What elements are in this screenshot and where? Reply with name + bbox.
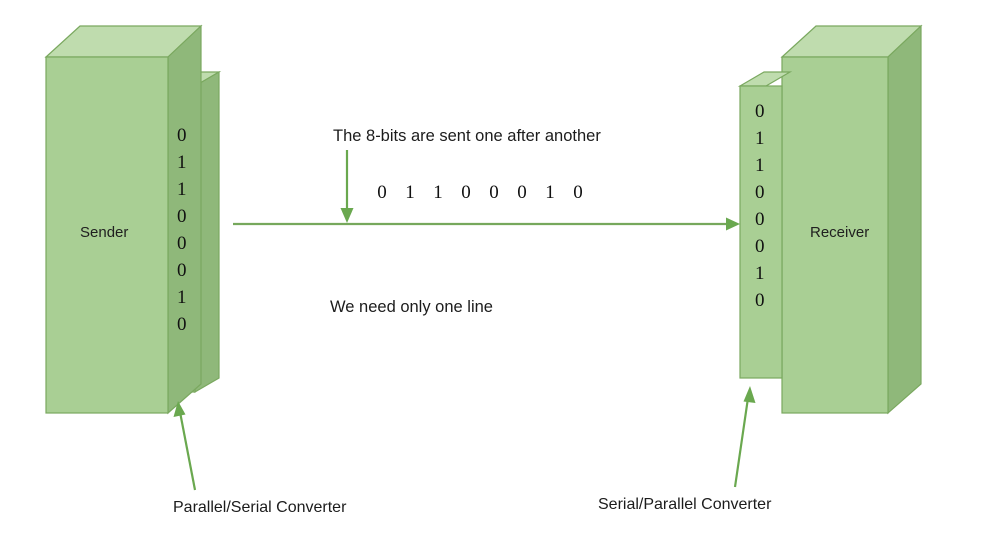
sender-callout-stroke bbox=[178, 411, 197, 491]
bit-digit: 1 bbox=[545, 182, 555, 203]
receiver-converter-slab bbox=[737, 71, 793, 379]
bit-digit: 0 bbox=[177, 233, 187, 254]
sender-converter-callout-arrow bbox=[173, 401, 197, 491]
bit-digit: 0 bbox=[755, 290, 765, 311]
note-pointer-arrow bbox=[340, 150, 354, 223]
bit-digit: 0 bbox=[177, 206, 187, 227]
bit-digit: 0 bbox=[377, 182, 387, 203]
receiver-converter-label: Serial/Parallel Converter bbox=[598, 496, 772, 513]
bit-digit: 0 bbox=[177, 260, 187, 281]
sender-converter-label: Parallel/Serial Converter bbox=[173, 499, 347, 516]
receiver-label: Receiver bbox=[810, 224, 870, 241]
receiver-callout-stroke bbox=[733, 397, 750, 488]
bottom-note: We need only one line bbox=[330, 298, 493, 316]
bit-digit: 1 bbox=[755, 128, 765, 149]
bit-digit: 0 bbox=[573, 182, 583, 203]
transmission-arrowhead-icon bbox=[726, 217, 740, 231]
bit-digit: 1 bbox=[433, 182, 443, 203]
bit-digit: 0 bbox=[755, 209, 765, 230]
bit-digit: 0 bbox=[489, 182, 499, 203]
bit-digit: 0 bbox=[755, 101, 765, 122]
top-note: The 8-bits are sent one after another bbox=[333, 127, 601, 145]
sender-front-face bbox=[45, 56, 169, 414]
bit-digit: 1 bbox=[755, 263, 765, 284]
bit-digit: 0 bbox=[755, 236, 765, 257]
bit-digit: 0 bbox=[177, 314, 187, 335]
transmission-line bbox=[233, 217, 740, 231]
bit-digit: 0 bbox=[517, 182, 527, 203]
sender-callout-arrowhead-icon bbox=[173, 401, 186, 417]
bit-digit: 1 bbox=[177, 179, 187, 200]
bit-digit: 1 bbox=[177, 152, 187, 173]
bit-digit: 0 bbox=[177, 125, 187, 146]
receiver-converter-callout-arrow bbox=[733, 386, 756, 488]
receiver-main-box bbox=[780, 24, 923, 415]
bit-digit: 1 bbox=[405, 182, 415, 203]
receiver-callout-arrowhead-icon bbox=[743, 386, 756, 403]
sender-label: Sender bbox=[80, 224, 129, 241]
receiver-slab-front-face bbox=[739, 85, 783, 379]
sender-bit-column: 0 1 1 0 0 0 1 0 bbox=[177, 122, 187, 338]
receiver-side-face bbox=[887, 24, 922, 415]
note-pointer-arrowhead-icon bbox=[340, 208, 354, 223]
sender-main-box bbox=[44, 24, 203, 415]
bit-digit: 1 bbox=[755, 155, 765, 176]
bit-digit: 1 bbox=[177, 287, 187, 308]
bit-digit: 0 bbox=[461, 182, 471, 203]
receiver-bit-column: 0 1 1 0 0 0 1 0 bbox=[755, 98, 765, 314]
bit-digit: 0 bbox=[755, 182, 765, 203]
